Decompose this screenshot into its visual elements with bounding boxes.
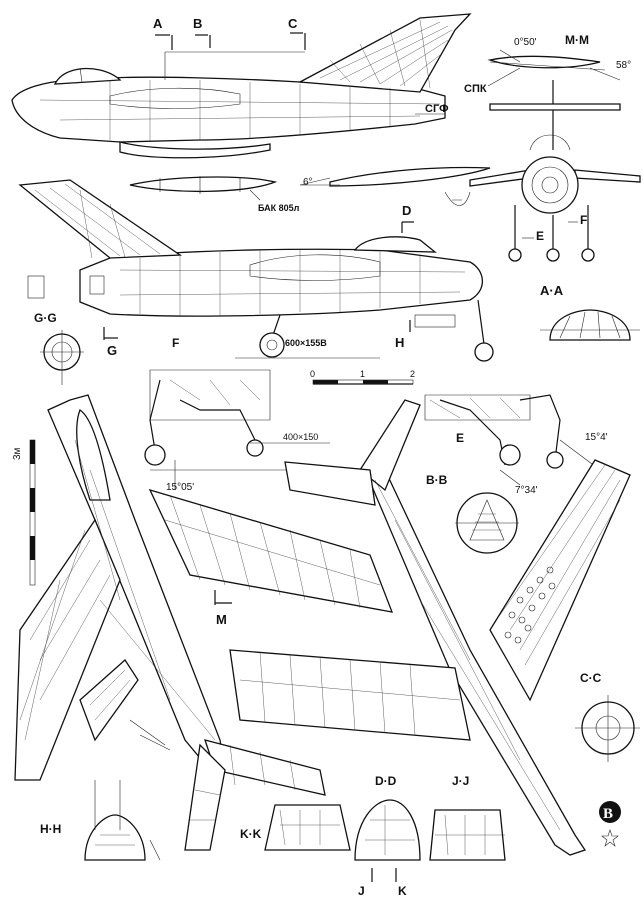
section-m-label: M: [216, 612, 227, 627]
section-cc-label: C·C: [580, 671, 602, 685]
publisher-logo: B: [599, 801, 621, 847]
section-jj: J·J: [429, 774, 506, 861]
section-g-label: G: [107, 343, 117, 358]
section-f-label: F: [580, 213, 587, 227]
plan-view-top: M: [14, 394, 394, 851]
detail-f: F 400×150 15°05': [144, 336, 330, 493]
section-aa: [540, 309, 640, 341]
tank-label: БАК 805л: [258, 203, 300, 213]
wing-profile: 6°: [299, 166, 491, 206]
section-d-label: D: [402, 203, 411, 218]
section-jj-label: J·J: [452, 774, 469, 788]
section-kk: K·K: [240, 804, 351, 851]
stores-dots: [504, 566, 556, 644]
drop-tank-view: БАК 805л: [129, 176, 300, 213]
angle-1505-label: 15°05': [166, 482, 194, 493]
section-gg-label: G·G: [34, 311, 57, 325]
section-dd: D·D J K: [354, 774, 421, 898]
front-view: F E: [469, 80, 641, 262]
section-mm: M·M 0°50' 58° СПК: [464, 33, 631, 95]
section-aa-label: A·A: [540, 283, 564, 298]
section-bb-label: B·B: [426, 473, 448, 487]
section-mm-label: M·M: [565, 33, 589, 47]
spk-label: СПК: [464, 83, 487, 95]
plan-view-bottom: B·B: [229, 399, 631, 856]
section-kk-label: K·K: [240, 827, 262, 841]
scale-bar-vertical: 3м: [12, 439, 36, 586]
scale-3m-label: 3м: [12, 447, 23, 460]
section-gg: G·G: [34, 311, 84, 385]
section-a-label: A: [153, 16, 163, 31]
detail-e: E 15°4' 7°34': [424, 394, 608, 496]
lower-side-view: 600×155В D H G A·A: [18, 179, 564, 362]
scale-1-label: 1: [360, 369, 365, 379]
angle-154-label: 15°4': [585, 432, 608, 443]
logo-letter: B: [603, 806, 613, 822]
angle-734-label: 7°34': [515, 485, 538, 496]
section-hh: H·H: [40, 780, 161, 861]
section-b-label: B: [193, 16, 202, 31]
detail-f-label: F: [172, 336, 179, 350]
section-cc: C·C: [575, 671, 640, 762]
sgf-label: СГФ: [425, 103, 449, 115]
nose-wheel-label: 400×150: [283, 432, 318, 442]
angle-6-label: 6°: [303, 177, 313, 188]
main-wheel-label: 600×155В: [285, 338, 327, 348]
angle-58-label: 58°: [616, 60, 631, 71]
scale-0-label: 0: [310, 369, 315, 379]
section-h-label: H: [395, 335, 404, 350]
scale-2-label: 2: [410, 369, 415, 379]
section-bb: [455, 492, 519, 554]
angle-050-label: 0°50': [514, 37, 537, 48]
section-j-label: J: [358, 884, 365, 898]
section-dd-label: D·D: [375, 774, 397, 788]
section-c-label: C: [288, 16, 298, 31]
top-side-view: A B C СГФ: [11, 13, 472, 159]
scale-bar-metric: 0 1 2: [310, 369, 415, 385]
section-hh-label: H·H: [40, 822, 61, 836]
detail-e-label: E: [456, 431, 464, 445]
section-e-label: E: [536, 229, 544, 243]
section-k-label: K: [398, 884, 407, 898]
